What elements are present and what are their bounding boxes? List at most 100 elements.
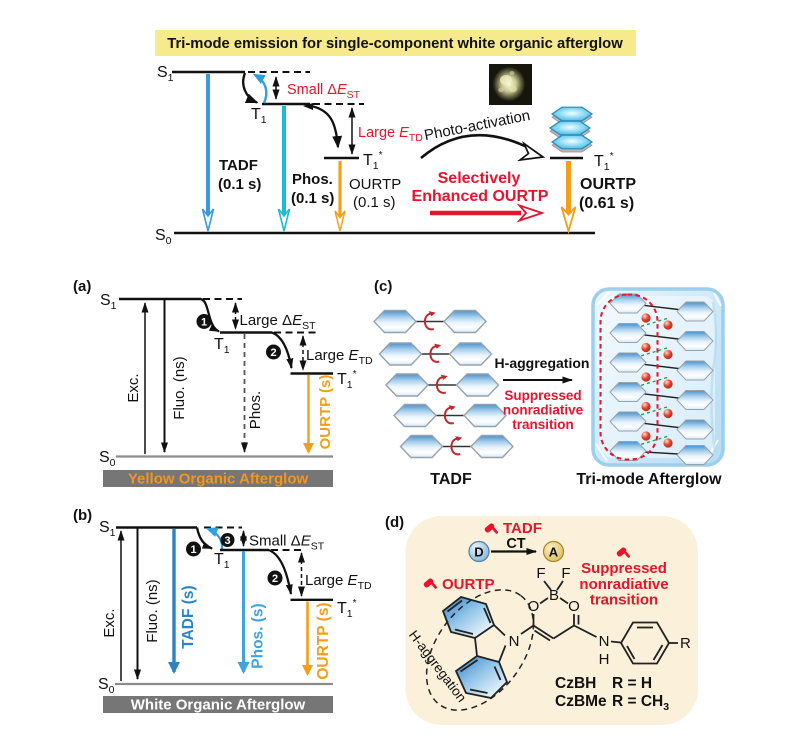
hexagon-molecule-ring (385, 373, 429, 397)
atom-n-carbazole: N (509, 633, 520, 650)
a-fluo-label: Fluo. (ns) (171, 356, 188, 419)
a-caption-text: Yellow Organic Afterglow (128, 471, 309, 488)
text-top-large-etd-e: E (399, 125, 409, 141)
text-panel-b-t1-main: T (214, 551, 224, 568)
ice-highlights (595, 290, 722, 462)
tadf-molecules (373, 309, 514, 459)
b-large-etd-text: Large ETD (305, 572, 372, 592)
photo-glow-spot3 (509, 71, 515, 75)
h-aggregation-label: H-aggregation (495, 355, 590, 371)
top-t1star-label: T1* (363, 150, 383, 172)
photo-activation-label: Photo-activation (423, 107, 532, 144)
carbazole-group: N (441, 596, 520, 699)
text-panel-b-s1-sub: 1 (110, 527, 116, 539)
b-step3-number: 3 (224, 535, 230, 547)
b-step2-circle (267, 570, 283, 586)
text-top-s0-sub: 0 (166, 235, 172, 247)
text-top-t1-sub: 1 (261, 114, 267, 126)
text-panel-b-s0-sub: 0 (109, 684, 115, 696)
a-caption-bar (103, 470, 333, 487)
text-top-t1star-right-main: T (594, 153, 604, 170)
atom-f1: F (536, 565, 545, 582)
top-large-etd-text: Large ETD (358, 125, 423, 144)
text-panel-b-small-dest-prefix: Small Δ (249, 533, 301, 550)
bond-line (446, 599, 463, 613)
text-panel-b-small-dest-sub: ST (311, 541, 325, 553)
d-compound2-name: CzBMe (555, 693, 607, 710)
red-sphere (641, 431, 651, 441)
c-trimode-caption: Tri-mode Afterglow (576, 471, 722, 488)
bond-line (553, 624, 575, 640)
top-right-t1star-label: T1* (594, 151, 614, 173)
b-t1-to-t1star-arrow (268, 548, 293, 595)
molecule-row (373, 309, 487, 334)
c-suppressed-line2: nonradiative (503, 403, 584, 418)
bond-line (483, 607, 492, 624)
d-acceptor-circle (542, 540, 565, 563)
atom-o2: O (568, 598, 580, 615)
hexagon-molecule-ring (470, 434, 514, 459)
text-panel-a-t1-sub: 1 (224, 344, 230, 356)
bond-line (573, 624, 597, 638)
b-t1star-label: T1* (337, 598, 357, 620)
text-panel-a-t1star-main: T (337, 371, 347, 388)
d-compound1-r: R = H (612, 675, 652, 692)
panel-d: (d) TADF CT D A Suppressed nonradiative … (385, 514, 698, 725)
text-panel-a-t1star-sub: 1 (347, 379, 353, 391)
text-panel-a-s1-sub: 1 (111, 300, 117, 312)
bond-line (626, 645, 636, 660)
group (551, 134, 593, 153)
text-panel-a-t1star-star: * (353, 369, 357, 380)
photo-glow-spot (509, 85, 517, 93)
d-suppressed-line3: transition (590, 592, 658, 609)
text-top-t1star-right-star: * (610, 151, 614, 162)
text-panel-a-large-dest-sub: ST (302, 320, 316, 332)
atom-h-amide: H (599, 651, 610, 668)
text-top-s1-main: S (157, 64, 168, 81)
a-isc-arrow (200, 297, 220, 333)
hexagon-molecule-ring (378, 342, 423, 366)
molecular-disc (551, 134, 593, 150)
red-sphere (663, 320, 673, 330)
top-right-ourtp-time: (0.61 s) (579, 195, 634, 212)
hexagon-molecule-ring (448, 342, 493, 366)
photo-glow-core (500, 75, 512, 85)
top-tadf-time: (0.1 s) (218, 176, 261, 193)
a-step2-circle (266, 344, 281, 360)
text-panel-a-s0-main: S (99, 449, 110, 466)
a-t1-to-t1star-arrow (271, 331, 294, 369)
banner-background (155, 30, 636, 56)
atom-n-amide: N (599, 633, 610, 650)
c-suppressed-line1: Suppressed (504, 388, 581, 403)
bond-line (469, 688, 488, 694)
b-step3-circle (220, 533, 235, 547)
molecular-disc (551, 106, 593, 122)
panel-d-tag: (d) (385, 514, 404, 531)
top-ourtp-time: (0.1 s) (353, 194, 396, 211)
bond-line (539, 597, 549, 605)
b-tadf-label: TADF (s) (180, 585, 197, 648)
b-risc-arrow (205, 527, 224, 550)
red-sphere (663, 379, 673, 389)
stacked-discs-icon (549, 106, 593, 153)
top-jablonski-diagram: S1 T1 T1* S0 Small ΔEST Large ETD TADF (… (155, 64, 636, 247)
text-panel-b-s1-main: S (99, 519, 110, 536)
text-top-s0-main: S (155, 227, 166, 244)
top-isc-arrow (242, 72, 259, 104)
rotation-icon (443, 404, 457, 425)
a-s1-label: S1 (100, 292, 117, 312)
a-t1star-label: T1* (337, 369, 357, 391)
b-step1-circle (186, 541, 201, 557)
carbazole-upper-ring (441, 596, 496, 639)
red-sphere (641, 313, 651, 323)
bond-line (493, 666, 502, 681)
d-compound2-r: R = CH3 (612, 693, 669, 713)
a-large-etd-text: Large ETD (306, 347, 373, 367)
top-ourtp-arrowhead (334, 210, 346, 232)
panel-a-tag: (a) (73, 278, 91, 295)
red-sphere (663, 349, 673, 360)
top-tadf-label: TADF (219, 157, 258, 174)
text-panel-a-large-etd-prefix: Large (306, 347, 349, 364)
text-panel-b-s0-main: S (98, 676, 109, 693)
text-top-t1-main: T (251, 106, 261, 123)
